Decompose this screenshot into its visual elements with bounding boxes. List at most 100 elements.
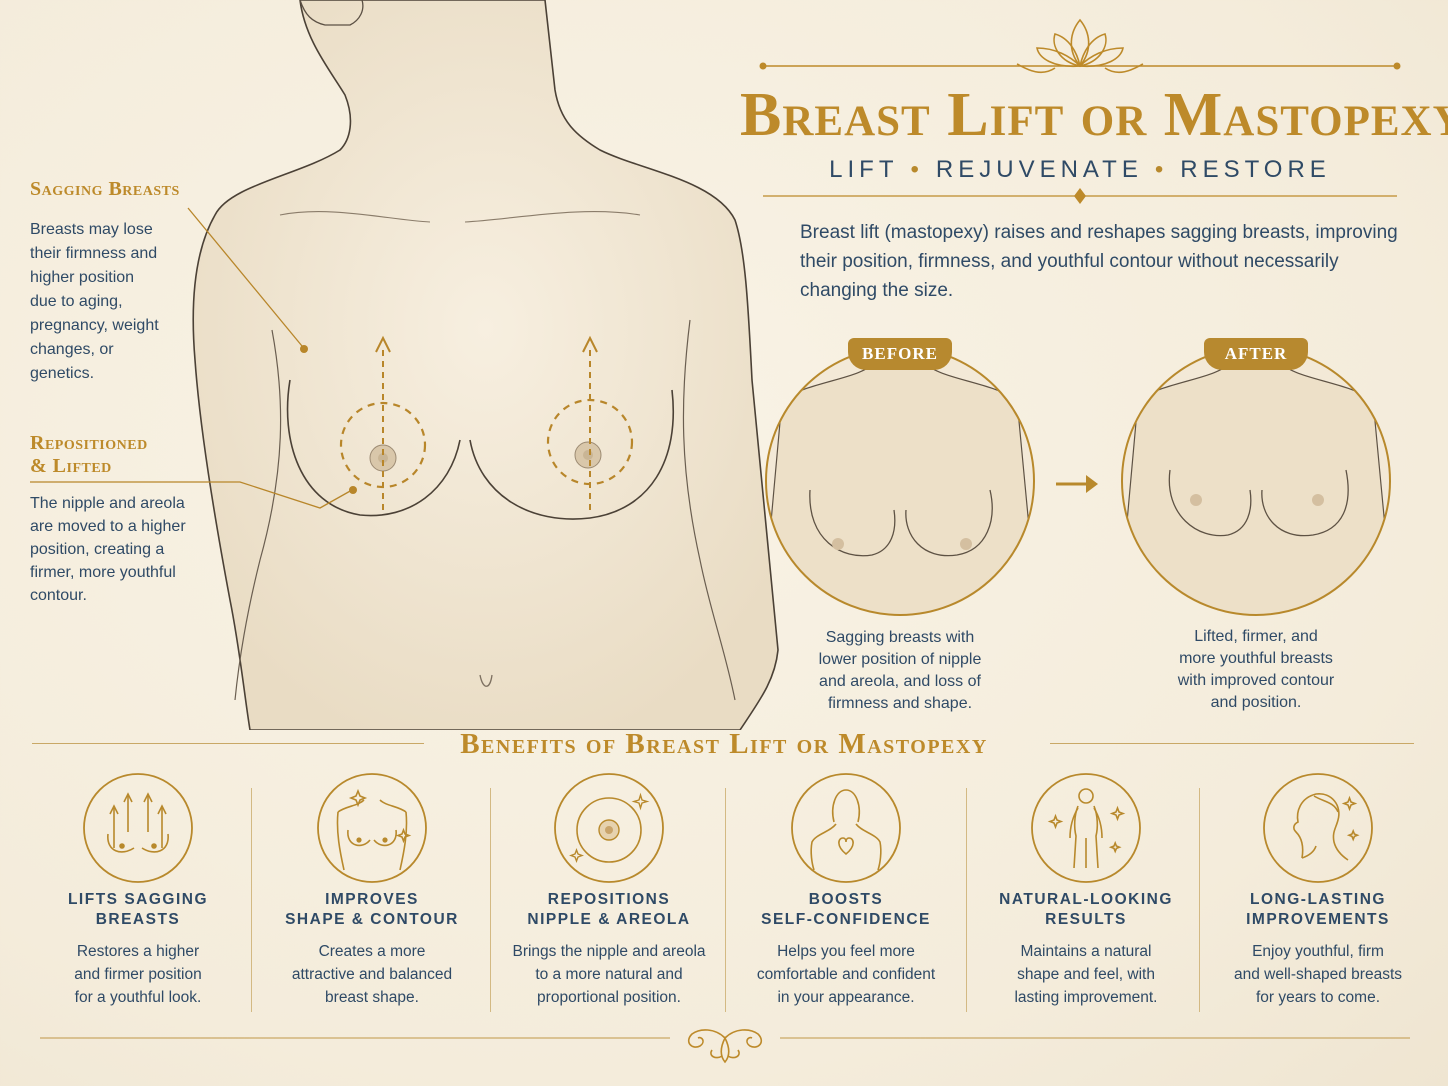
benefit-title: REPOSITIONS NIPPLE & AREOLA: [492, 890, 726, 932]
sagging-text-1: Breasts may lose: [30, 221, 153, 238]
repositioned-title-1: Repositioned: [30, 432, 148, 454]
repositioned-text-5: contour.: [30, 587, 87, 604]
benefit-nipple: REPOSITIONS NIPPLE & AREOLA Brings the ni…: [492, 772, 726, 1009]
benefit-desc-line: lasting improvement.: [1014, 989, 1158, 1006]
after-caption: Lifted, firmer, and more youthful breast…: [1136, 626, 1376, 714]
divider: [1199, 788, 1200, 1012]
benefit-desc-line: Restores a higher: [76, 943, 200, 960]
benefit-desc-line: in your appearance.: [777, 989, 915, 1006]
before-caption: Sagging breasts with lower position of n…: [780, 627, 1020, 715]
benefit-title-line: LIFTS SAGGING: [67, 891, 209, 908]
sagging-title: Sagging Breasts: [30, 178, 180, 200]
repositioned-label: Repositioned & Lifted The nipple and are…: [30, 432, 230, 607]
lotus-icon: [1016, 18, 1144, 73]
benefit-desc-line: shape and feel, with: [1017, 966, 1155, 983]
subtitle-word-2: REJUVENATE: [935, 156, 1143, 183]
torso-illustration: [30, 0, 779, 730]
repositioned-text-4: firmer, more youthful: [30, 564, 176, 581]
benefit-title: LONG-LASTING IMPROVEMENTS: [1201, 890, 1435, 932]
repositioned-text-1: The nipple and areola: [30, 495, 185, 512]
header-ornament: [759, 18, 1401, 204]
benefit-desc-line: attractive and balanced: [291, 966, 453, 983]
benefit-desc-line: Creates a more: [318, 943, 426, 960]
benefit-title: NATURAL-LOOKING RESULTS: [969, 890, 1203, 932]
benefit-desc-line: Helps you feel more: [777, 943, 915, 960]
before-badge: BEFORE: [848, 338, 952, 370]
benefit-title-line: LONG-LASTING: [1250, 891, 1386, 908]
sagging-text-4: due to aging,: [30, 293, 123, 310]
divider: [966, 788, 967, 1012]
intro-paragraph: Breast lift (mastopexy) raises and resha…: [800, 222, 1398, 301]
benefit-shape: IMPROVES SHAPE & CONTOUR Creates a more at…: [255, 772, 489, 1009]
benefit-desc: Creates a more attractive and balanced bre…: [255, 940, 489, 1009]
arrows-up-icon: [83, 773, 193, 883]
before-image: [765, 346, 1035, 616]
profile-head-icon: [1263, 773, 1373, 883]
sagging-text-6: changes, or: [30, 341, 114, 358]
bullet-icon: •: [910, 156, 924, 183]
benefit-title-line: REPOSITIONS: [547, 891, 671, 908]
benefit-desc-line: comfortable and confident: [756, 966, 936, 983]
after-caption-1: Lifted, firmer, and: [1194, 628, 1318, 645]
benefits-title: Benefits of Breast Lift or Mastopexy: [460, 728, 988, 760]
bullet-icon: •: [1154, 156, 1169, 183]
nipple-icon: [554, 773, 664, 883]
sagging-text-2: their firmness and: [30, 245, 158, 262]
after-badge: AFTER: [1204, 338, 1308, 370]
page-title: Breast Lift or Mastopexy: [740, 81, 1448, 149]
benefit-title-line: IMPROVES: [325, 891, 419, 908]
benefit-desc-line: for years to come.: [1255, 989, 1381, 1006]
benefit-desc-line: to a more natural and: [535, 966, 683, 983]
benefit-title: BOOSTS SELF-CONFIDENCE: [729, 890, 963, 932]
benefit-desc: Helps you feel more comfortable and confi…: [729, 940, 963, 1009]
benefits-rule-left: [32, 743, 424, 744]
benefit-desc-line: proportional position.: [537, 989, 681, 1006]
sagging-label: Sagging Breasts Breasts may lose their f…: [30, 178, 230, 386]
benefit-natural: NATURAL-LOOKING RESULTS Maintains a natur…: [969, 772, 1203, 1009]
benefit-desc-line: Brings the nipple and areola: [512, 943, 706, 960]
before-caption-2: lower position of nipple: [818, 651, 982, 668]
after-image: [1121, 346, 1391, 616]
sagging-text-7: genetics.: [30, 365, 95, 382]
benefit-title-line: BREASTS: [95, 911, 181, 928]
subtitle-word-1: LIFT: [829, 156, 899, 183]
benefit-desc-line: Enjoy youthful, firm: [1252, 943, 1384, 960]
before-caption-3: and areola, and loss of: [819, 673, 981, 690]
arrow-right-icon: [1056, 472, 1100, 496]
repositioned-text-2: are moved to a higher: [30, 518, 186, 535]
torso-icon: [317, 773, 427, 883]
after-caption-3: with improved contour: [1177, 672, 1335, 689]
repositioned-text-3: position, creating a: [30, 541, 165, 558]
divider: [251, 788, 252, 1012]
benefit-title-line: NIPPLE & AREOLA: [527, 911, 691, 928]
benefit-desc-line: for a youthful look.: [74, 989, 202, 1006]
benefit-title-line: IMPROVEMENTS: [1246, 911, 1390, 928]
benefit-title: IMPROVES SHAPE & CONTOUR: [255, 890, 489, 932]
after-caption-2: more youthful breasts: [1179, 650, 1333, 667]
before-caption-1: Sagging breasts with: [825, 629, 975, 646]
benefit-title-line: RESULTS: [1045, 911, 1127, 928]
benefit-title-line: SHAPE & CONTOUR: [285, 911, 459, 928]
subtitle: LIFT•REJUVENATE•RESTORE: [760, 156, 1400, 184]
benefits-rule-right: [1050, 743, 1414, 744]
sagging-text-5: pregnancy, weight: [30, 317, 159, 334]
benefit-title-line: BOOSTS: [808, 891, 884, 908]
benefit-confidence: BOOSTS SELF-CONFIDENCE Helps you feel mor…: [729, 772, 963, 1009]
after-caption-4: and position.: [1210, 694, 1302, 711]
benefit-title-line: NATURAL-LOOKING: [999, 891, 1173, 908]
heart-silhouette-icon: [791, 773, 901, 883]
benefit-title: LIFTS SAGGING BREASTS: [21, 890, 255, 932]
benefit-longlasting: LONG-LASTING IMPROVEMENTS Enjoy youthful,…: [1201, 772, 1435, 1009]
benefit-title-line: SELF-CONFIDENCE: [761, 911, 931, 928]
benefit-desc-line: Maintains a natural: [1020, 943, 1152, 960]
divider: [490, 788, 491, 1012]
benefit-desc: Enjoy youthful, firm and well-shaped brea…: [1201, 940, 1435, 1009]
benefit-desc: Maintains a natural shape and feel, with l…: [969, 940, 1203, 1009]
benefit-desc-line: breast shape.: [325, 989, 419, 1006]
footer-ornament: [40, 1029, 1410, 1064]
divider: [725, 788, 726, 1012]
figure-sparkle-icon: [1031, 773, 1141, 883]
benefit-desc-line: and well-shaped breasts: [1233, 966, 1403, 983]
